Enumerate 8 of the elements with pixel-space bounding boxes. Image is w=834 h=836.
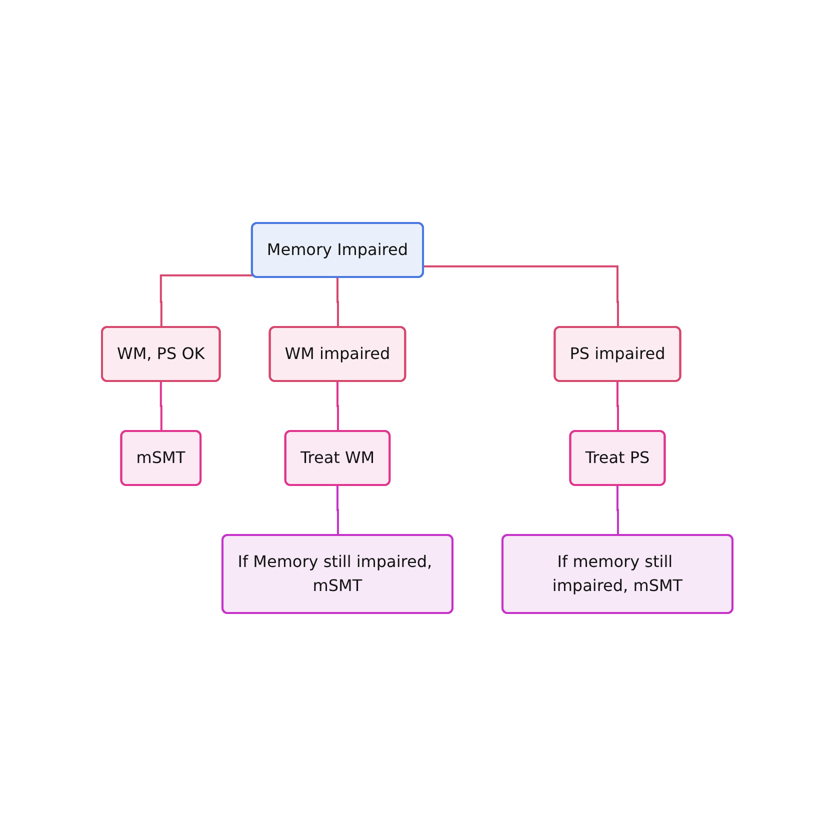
connector — [616, 380, 619, 432]
connector — [423, 265, 619, 328]
connector — [160, 274, 254, 328]
connector — [336, 276, 339, 328]
connector — [336, 380, 339, 432]
connector — [616, 484, 619, 536]
connector — [336, 484, 339, 536]
connector — [160, 380, 162, 432]
